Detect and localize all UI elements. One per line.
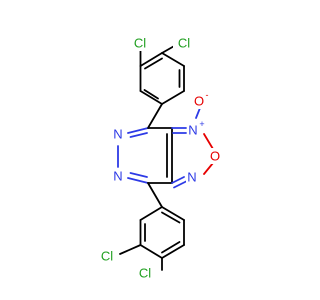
nitrogen-label: N (187, 170, 196, 185)
atom-labels: Cl Cl N N N + O - O N (96, 35, 221, 281)
cl-top-right-label: Cl (173, 35, 195, 51)
chlorine-label: Cl (134, 36, 146, 51)
cl-top-left-label: Cl (129, 35, 151, 51)
n-ring-lower-label: N (186, 169, 198, 185)
cl-bottom-right-label: Cl (134, 265, 156, 281)
nitrogen-label: N (113, 169, 122, 184)
oxygen-label: O (210, 149, 220, 164)
chlorine-label: Cl (178, 36, 190, 51)
n-pyridazine-upper-label: N (112, 126, 124, 142)
n-oxide-label: N + (187, 119, 205, 138)
chlorine-label: Cl (139, 266, 151, 281)
positive-charge: + (199, 119, 204, 129)
molecule-structure: Cl Cl N N N + O - O N (96, 35, 221, 281)
upper-phenyl-ring (139, 44, 185, 105)
nitrogen-label: N (188, 123, 197, 138)
nitrogen-label: N (113, 127, 122, 142)
fused-core (117, 103, 214, 208)
chlorine-label: Cl (101, 249, 113, 264)
oxygen-label: O (194, 94, 204, 109)
lower-phenyl-ring (119, 206, 185, 271)
negative-charge: - (206, 90, 209, 100)
o-ring-label: O (209, 148, 221, 164)
cl-bottom-left-label: Cl (96, 248, 118, 264)
n-pyridazine-lower-label: N (112, 168, 124, 184)
o-oxide-label: O - (193, 90, 209, 109)
